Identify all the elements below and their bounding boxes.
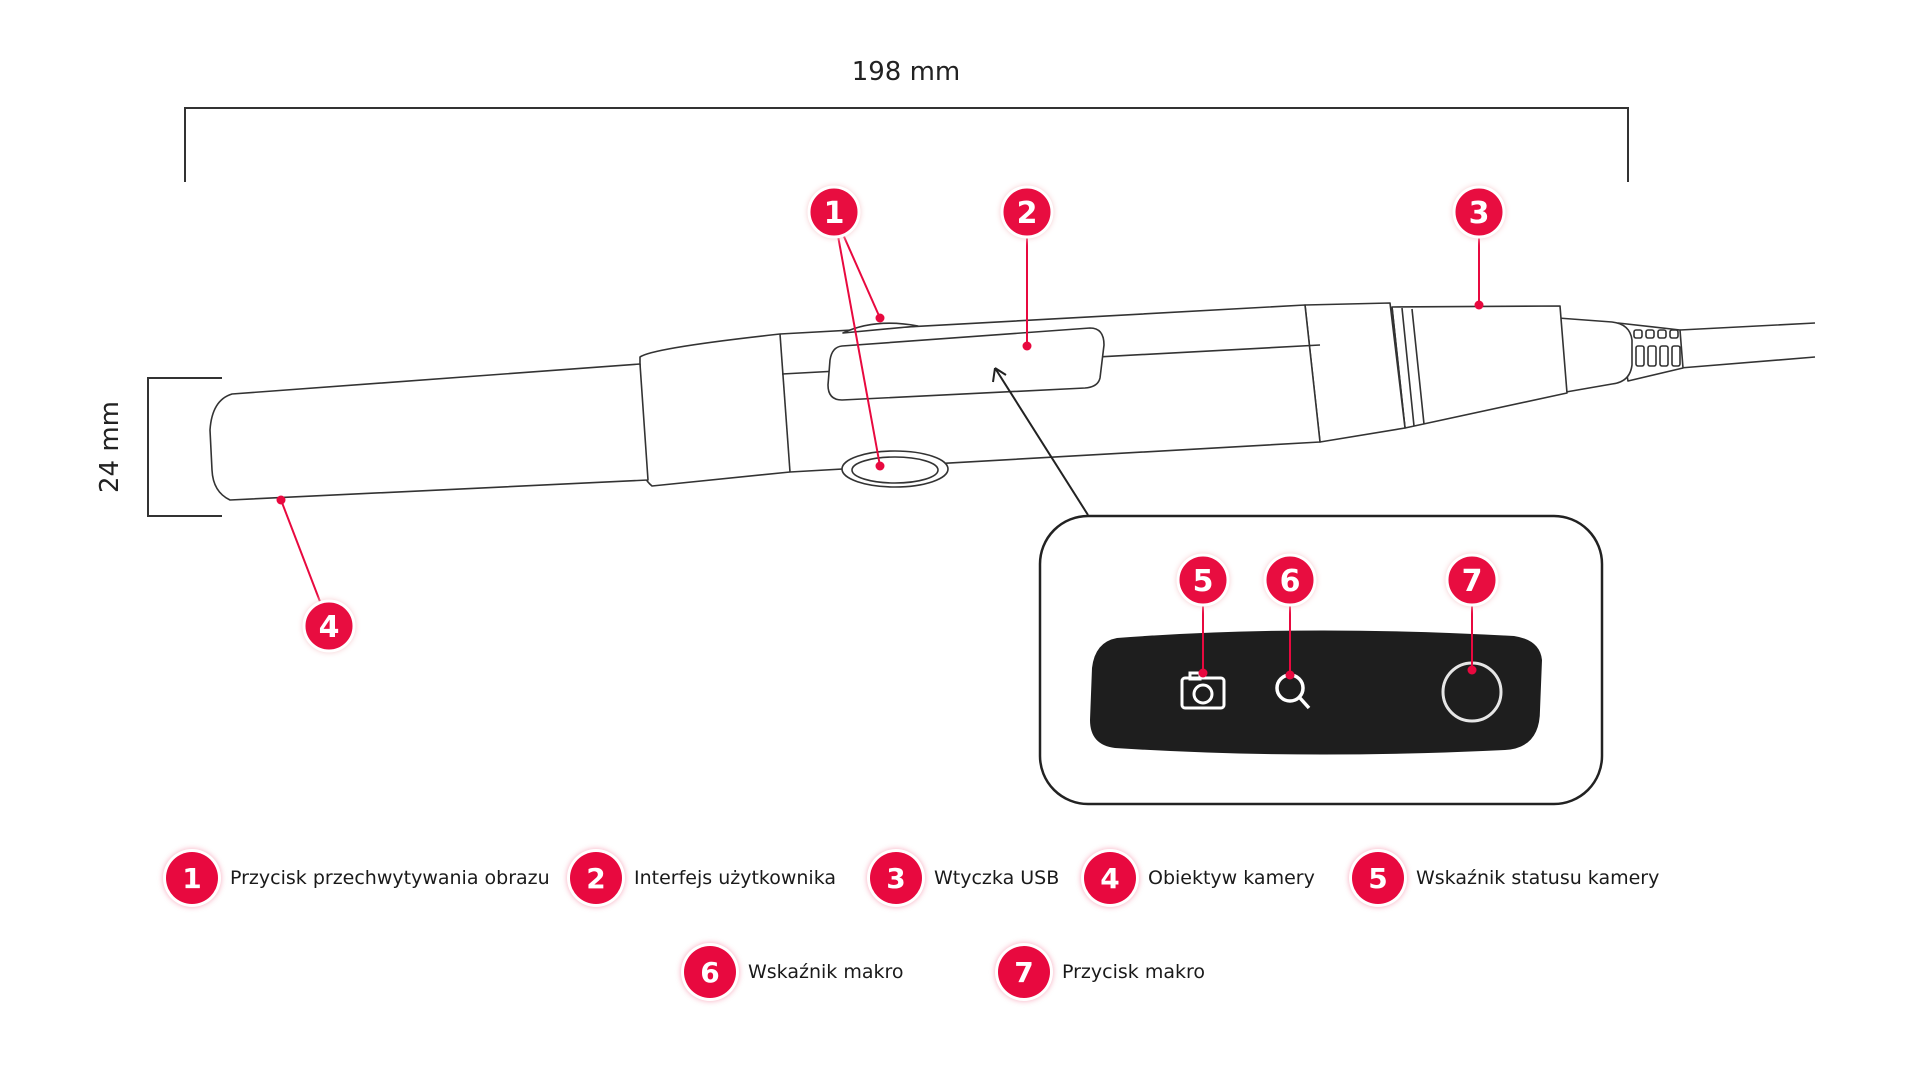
diameter-dimension <box>147 377 222 517</box>
callout-4: 4 <box>302 599 356 653</box>
legend-item-3: 3 Wtyczka USB <box>870 852 1059 904</box>
camera-icon <box>1180 671 1226 710</box>
legend-badge: 1 <box>166 852 218 904</box>
detail-panel <box>1038 514 1604 806</box>
device-body <box>209 302 1816 501</box>
front-tube <box>209 363 649 501</box>
legend-badge: 5 <box>1352 852 1404 904</box>
svg-text:4: 4 <box>319 610 340 645</box>
ui-strip-detail <box>1090 630 1542 755</box>
usb-plug <box>1557 317 1633 393</box>
detail-arrow <box>992 367 1089 516</box>
callout-5: 5 <box>1176 553 1230 607</box>
svg-text:2: 2 <box>1017 196 1038 231</box>
legend-label: Przycisk makro <box>1062 961 1205 983</box>
strain-relief-ridges <box>1633 329 1681 367</box>
svg-text:7: 7 <box>1462 564 1483 599</box>
legend-label: Wskaźnik statusu kamery <box>1416 867 1660 889</box>
svg-text:1: 1 <box>824 196 845 231</box>
callout-7: 7 <box>1445 553 1499 607</box>
callout-1: 1 <box>807 185 861 239</box>
capture-button-top <box>842 322 919 334</box>
legend-badge: 4 <box>1084 852 1136 904</box>
legend-item-1: 1 Przycisk przechwytywania obrazu <box>166 852 550 904</box>
legend-label: Obiektyw kamery <box>1148 867 1315 889</box>
usb-cable <box>1679 322 1816 369</box>
legend-item-2: 2 Interfejs użytkownika <box>570 852 836 904</box>
legend-item-7: 7 Przycisk makro <box>998 946 1205 998</box>
svg-text:3: 3 <box>1469 196 1490 231</box>
main-grip <box>639 304 1321 487</box>
legend-label: Przycisk przechwytywania obrazu <box>230 867 550 889</box>
callout-3: 3 <box>1452 185 1506 239</box>
legend-label: Interfejs użytkownika <box>634 867 837 889</box>
legend-badge: 3 <box>870 852 922 904</box>
length-label: 198 mm <box>852 57 961 87</box>
leader-dots <box>276 300 1484 680</box>
legend-item-4: 4 Obiektyw kamery <box>1084 852 1315 904</box>
callout-6: 6 <box>1263 553 1317 607</box>
legend-badge: 2 <box>570 852 622 904</box>
svg-text:6: 6 <box>1280 564 1301 599</box>
legend-item-5: 5 Wskaźnik statusu kamery <box>1352 852 1659 904</box>
legend-badge: 6 <box>684 946 736 998</box>
ui-strip <box>827 327 1105 401</box>
legend-item-6: 6 Wskaźnik makro <box>684 946 904 998</box>
legend-label: Wskaźnik makro <box>748 961 904 983</box>
svg-text:5: 5 <box>1193 564 1214 599</box>
diameter-label: 24 mm <box>95 401 125 493</box>
legend-label: Wtyczka USB <box>934 867 1060 889</box>
callout-2: 2 <box>1000 185 1054 239</box>
length-dimension <box>184 107 1629 182</box>
legend-badge: 7 <box>998 946 1050 998</box>
